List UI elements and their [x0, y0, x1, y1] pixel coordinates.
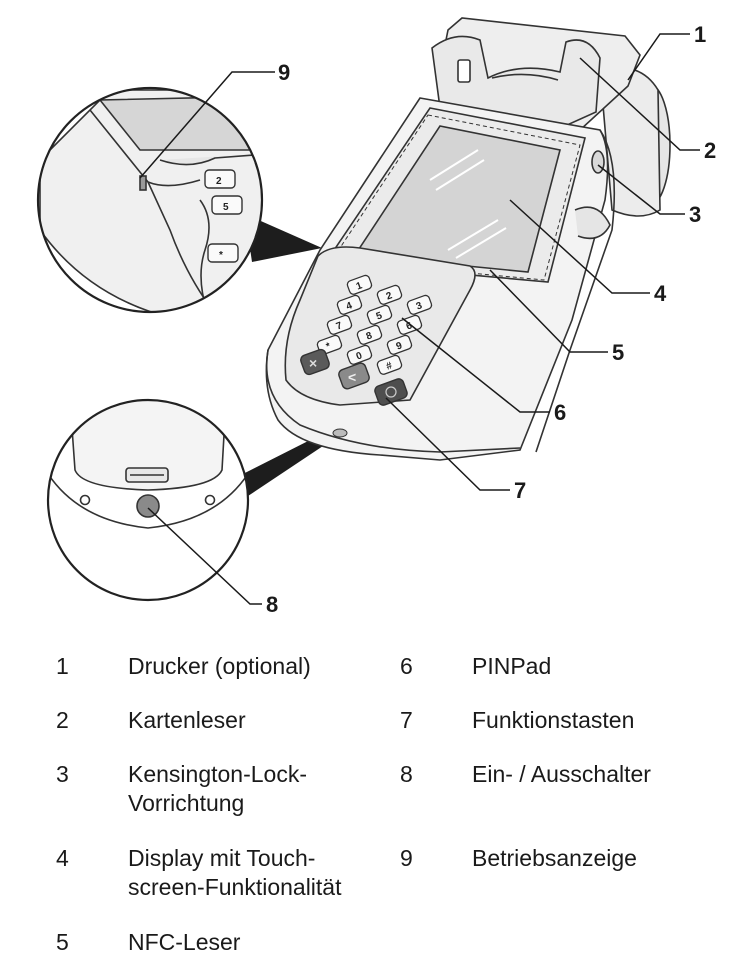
svg-text:5: 5 [375, 310, 384, 322]
detail-connector-bottom [235, 434, 326, 500]
legend-item-8: 8 Ein- / Ausschalter [400, 760, 651, 789]
pinpad-key-hash: # [376, 354, 403, 375]
svg-text:#: # [385, 360, 394, 372]
callout-9: 9 [278, 60, 290, 85]
callout-4: 4 [654, 281, 667, 306]
detail-status-led: 2 5 * [36, 86, 264, 314]
legend-item-1: 1 Drucker (optional) [56, 652, 311, 681]
svg-text:2: 2 [385, 290, 394, 302]
callout-3: 3 [689, 202, 701, 227]
card-reader [431, 35, 601, 131]
callout-2: 2 [704, 138, 716, 163]
detail-connector-top [245, 214, 322, 262]
legend-item-2: 2 Kartenleser [56, 706, 246, 735]
callout-leaders [139, 33, 700, 605]
svg-text:4: 4 [345, 300, 354, 312]
legend-number: 3 [56, 761, 69, 787]
pinpad: 1 2 3 4 5 6 7 8 9 * 0 # [316, 274, 433, 375]
svg-text:<: < [348, 369, 356, 385]
legend: 1 Drucker (optional) 2 Kartenleser 3 Ken… [0, 640, 732, 969]
legend-number: 6 [400, 653, 413, 679]
svg-text:1: 1 [355, 280, 364, 292]
confirm-key [374, 378, 408, 406]
pinpad-key-7: 7 [326, 314, 353, 335]
pinpad-key-8: 8 [356, 324, 383, 345]
legend-label: PINPad [472, 653, 552, 679]
legend-label: Ein- / Ausschalter [472, 761, 651, 787]
legend-number: 4 [56, 845, 69, 871]
touch-display [353, 125, 561, 273]
svg-text:5: 5 [223, 202, 229, 213]
legend-number: 9 [400, 845, 413, 871]
correction-key [338, 362, 370, 390]
power-switch-terminal [332, 428, 348, 438]
callout-numbers: 1 2 3 4 5 6 7 8 9 [266, 22, 716, 617]
kensington-lock-slot [591, 150, 605, 174]
svg-text:*: * [325, 341, 333, 353]
svg-text:*: * [219, 250, 223, 261]
pinpad-key-1: 1 [346, 274, 373, 295]
svg-text:0: 0 [355, 350, 364, 362]
cancel-key [300, 348, 330, 376]
pinpad-key-2: 2 [376, 284, 403, 305]
status-led [139, 175, 147, 191]
legend-number: 2 [56, 707, 69, 733]
svg-text:9: 9 [395, 340, 404, 352]
legend-label: Kartenleser [128, 707, 246, 733]
svg-text:×: × [309, 355, 317, 371]
svg-text:7: 7 [335, 320, 344, 332]
legend-label: Funktionstasten [472, 707, 635, 733]
legend-item-3: 3 Kensington-Lock- Vorrichtung [56, 760, 307, 818]
legend-label: Drucker (optional) [128, 653, 311, 679]
function-keys: × < [300, 348, 408, 406]
detail-key-2: 2 [204, 169, 236, 189]
legend-item-9: 9 Betriebsanzeige [400, 844, 637, 873]
legend-item-5: 5 NFC-Leser [56, 928, 240, 957]
legend-number: 5 [56, 929, 69, 955]
svg-text:8: 8 [365, 330, 374, 342]
detail-key-5: 5 [211, 195, 243, 215]
svg-text:6: 6 [405, 320, 414, 332]
callout-1: 1 [694, 22, 706, 47]
callout-5: 5 [612, 340, 624, 365]
legend-number: 1 [56, 653, 69, 679]
legend-label: NFC-Leser [128, 929, 241, 955]
svg-text:2: 2 [216, 176, 222, 187]
svg-text:3: 3 [415, 300, 424, 312]
pinpad-key-4: 4 [336, 294, 363, 315]
pinpad-key-3: 3 [406, 294, 433, 315]
detail-key-star: * [207, 243, 239, 263]
callout-8: 8 [266, 592, 278, 617]
callout-6: 6 [554, 400, 566, 425]
power-switch-button [136, 494, 160, 518]
pinpad-key-0: 0 [346, 344, 373, 365]
nfc-reader-area [331, 114, 581, 281]
detail-power-switch [46, 398, 250, 602]
legend-item-4: 4 Display mit Touch- screen-Funktionalit… [56, 844, 342, 902]
pinpad-key-5: 5 [366, 304, 393, 325]
legend-label: Kensington-Lock- Vorrichtung [128, 761, 307, 816]
legend-label: Display mit Touch- screen-Funktionalität [128, 845, 342, 900]
pinpad-shroud [284, 246, 476, 406]
legend-label: Betriebsanzeige [472, 845, 637, 871]
legend-number: 7 [400, 707, 413, 733]
legend-item-6: 6 PINPad [400, 652, 551, 681]
callout-7: 7 [514, 478, 526, 503]
legend-item-7: 7 Funktionstasten [400, 706, 634, 735]
legend-number: 8 [400, 761, 413, 787]
pinpad-key-9: 9 [386, 334, 413, 355]
